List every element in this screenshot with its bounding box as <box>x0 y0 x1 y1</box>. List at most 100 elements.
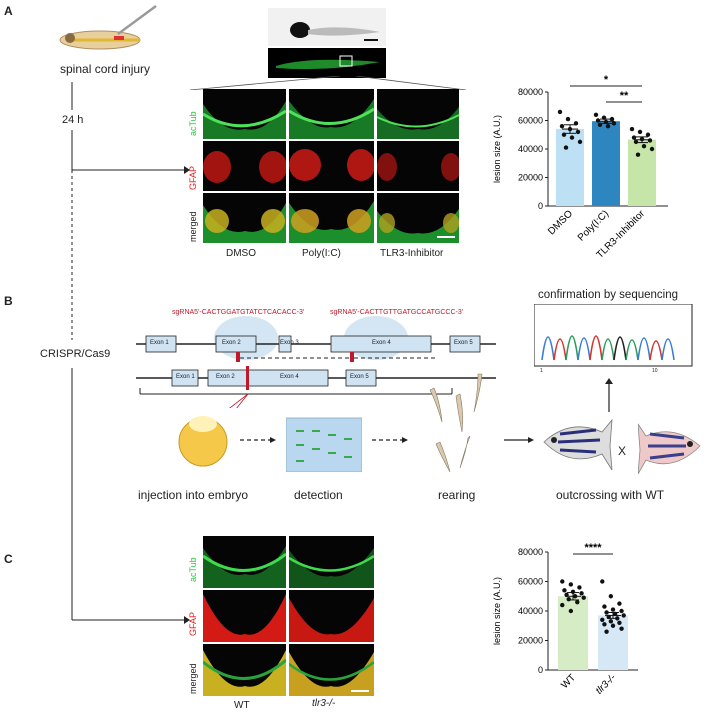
data-point <box>649 146 655 152</box>
data-point <box>629 126 635 132</box>
a-merged-inhibitor-image <box>377 193 459 243</box>
bar-0 <box>558 596 588 670</box>
data-point <box>617 620 622 625</box>
c-merged-tlr3-image <box>289 644 374 696</box>
data-point <box>581 595 586 600</box>
y-tick-label: 80000 <box>518 87 543 97</box>
a-col-label-dmso: DMSO <box>226 248 256 259</box>
injury-label: spinal cord injury <box>60 62 151 76</box>
exon3-top: Exon 3 <box>280 340 299 346</box>
c-merged-wt-image <box>203 644 286 696</box>
a-merged-dmso-image <box>203 193 286 243</box>
data-point <box>577 585 582 590</box>
exon2-top: Exon 2 <box>222 340 241 346</box>
step-outcrossing: outcrossing with WT <box>556 488 665 502</box>
data-point <box>633 139 639 145</box>
significance-label: **** <box>584 542 602 554</box>
significance-label: ** <box>620 90 629 102</box>
a-gfap-inhibitor-image <box>377 141 459 191</box>
data-point <box>566 597 571 602</box>
data-point <box>562 588 567 593</box>
cross-symbol: X <box>618 444 627 458</box>
sgrna1-label: sgRNA5'-CACTGGATGTATCTCACACC-3' <box>172 309 305 316</box>
step-rearing: rearing <box>438 488 476 502</box>
panel-letter-a: A <box>4 4 13 18</box>
x-tick-label: DMSO <box>546 208 575 237</box>
data-point <box>610 607 616 612</box>
data-point <box>593 112 599 117</box>
exon2-bottom: Exon 2 <box>216 374 235 380</box>
a-merged-polyic-image <box>289 193 374 243</box>
gene-diagram <box>136 316 496 408</box>
a-actub-polyic-image <box>289 89 374 139</box>
y-tick-label: 20000 <box>518 636 543 646</box>
time-label: 24 h <box>62 114 84 126</box>
a-row-label-gfap: GFAP <box>188 165 198 190</box>
data-point <box>611 121 617 126</box>
larvae-icon <box>429 373 483 473</box>
chromatogram-icon <box>534 304 693 367</box>
exon5-top: Exon 5 <box>454 340 473 346</box>
data-point <box>577 139 583 145</box>
data-point <box>608 619 614 624</box>
fish-wt-icon <box>638 423 701 475</box>
a-gfap-dmso-image <box>203 141 286 191</box>
panel-letter-c: C <box>4 552 13 566</box>
a-gfap-polyic-image <box>289 141 374 191</box>
dashed-arrow-2 <box>372 437 408 443</box>
a-actub-inhibitor-image <box>377 89 459 139</box>
data-point <box>604 610 609 615</box>
data-point <box>617 601 622 606</box>
data-point <box>631 135 637 140</box>
data-point <box>575 599 580 605</box>
exon1-bottom: Exon 1 <box>176 374 195 380</box>
up-arrow-icon <box>605 378 613 412</box>
x-tick-label: tlr3-/- <box>594 672 619 697</box>
y-tick-label: 80000 <box>518 547 543 557</box>
y-tick-label: 60000 <box>518 577 543 587</box>
data-point <box>619 608 624 614</box>
y-tick-label: 60000 <box>518 116 543 126</box>
data-point <box>605 124 611 129</box>
a-col-label-polyic: Poly(I:C) <box>302 248 341 259</box>
data-point <box>557 109 563 115</box>
data-point <box>560 579 565 584</box>
zoom-lines <box>190 76 467 90</box>
data-point <box>600 579 605 584</box>
data-point <box>610 623 616 628</box>
gel-icon <box>286 417 362 472</box>
fish-mutant-icon <box>543 418 613 471</box>
y-axis-label: lesion size (A.U.) <box>492 115 502 183</box>
a-row-label-actub: acTub <box>188 111 198 136</box>
crispr-label: CRISPR/Cas9 <box>40 348 111 360</box>
c-row-label-actub: acTub <box>188 557 198 582</box>
data-point <box>569 135 575 140</box>
y-tick-label: 40000 <box>518 606 543 616</box>
seq-tick-1: 1 <box>540 368 543 374</box>
data-point <box>647 138 653 143</box>
a-row-label-merged: merged <box>188 211 198 242</box>
data-point <box>604 629 609 634</box>
dashed-arrow-1 <box>240 437 276 443</box>
data-point <box>637 129 643 135</box>
c-gfap-wt-image <box>203 590 286 642</box>
y-axis-label: lesion size (A.U.) <box>492 577 502 645</box>
arrow-right <box>504 437 534 443</box>
data-point <box>608 594 614 599</box>
data-point <box>579 591 584 596</box>
c-row-label-merged: merged <box>188 663 198 694</box>
data-point <box>645 132 651 137</box>
a-col-label-inhibitor: TLR3-Inhibitor <box>380 248 444 259</box>
seq-tick-10: 10 <box>652 368 658 374</box>
exon4-bottom: Exon 4 <box>280 374 299 380</box>
data-point <box>600 617 605 623</box>
y-tick-label: 0 <box>538 665 543 675</box>
data-point <box>621 613 626 618</box>
sgrna2-label: sgRNA5'-CACTTGTTGATGCCATGCCC-3' <box>330 309 464 316</box>
data-point <box>595 118 601 123</box>
exon5-bottom: Exon 5 <box>350 374 369 380</box>
brightfield-larva-image <box>268 8 386 46</box>
exon1-top: Exon 1 <box>150 340 169 346</box>
